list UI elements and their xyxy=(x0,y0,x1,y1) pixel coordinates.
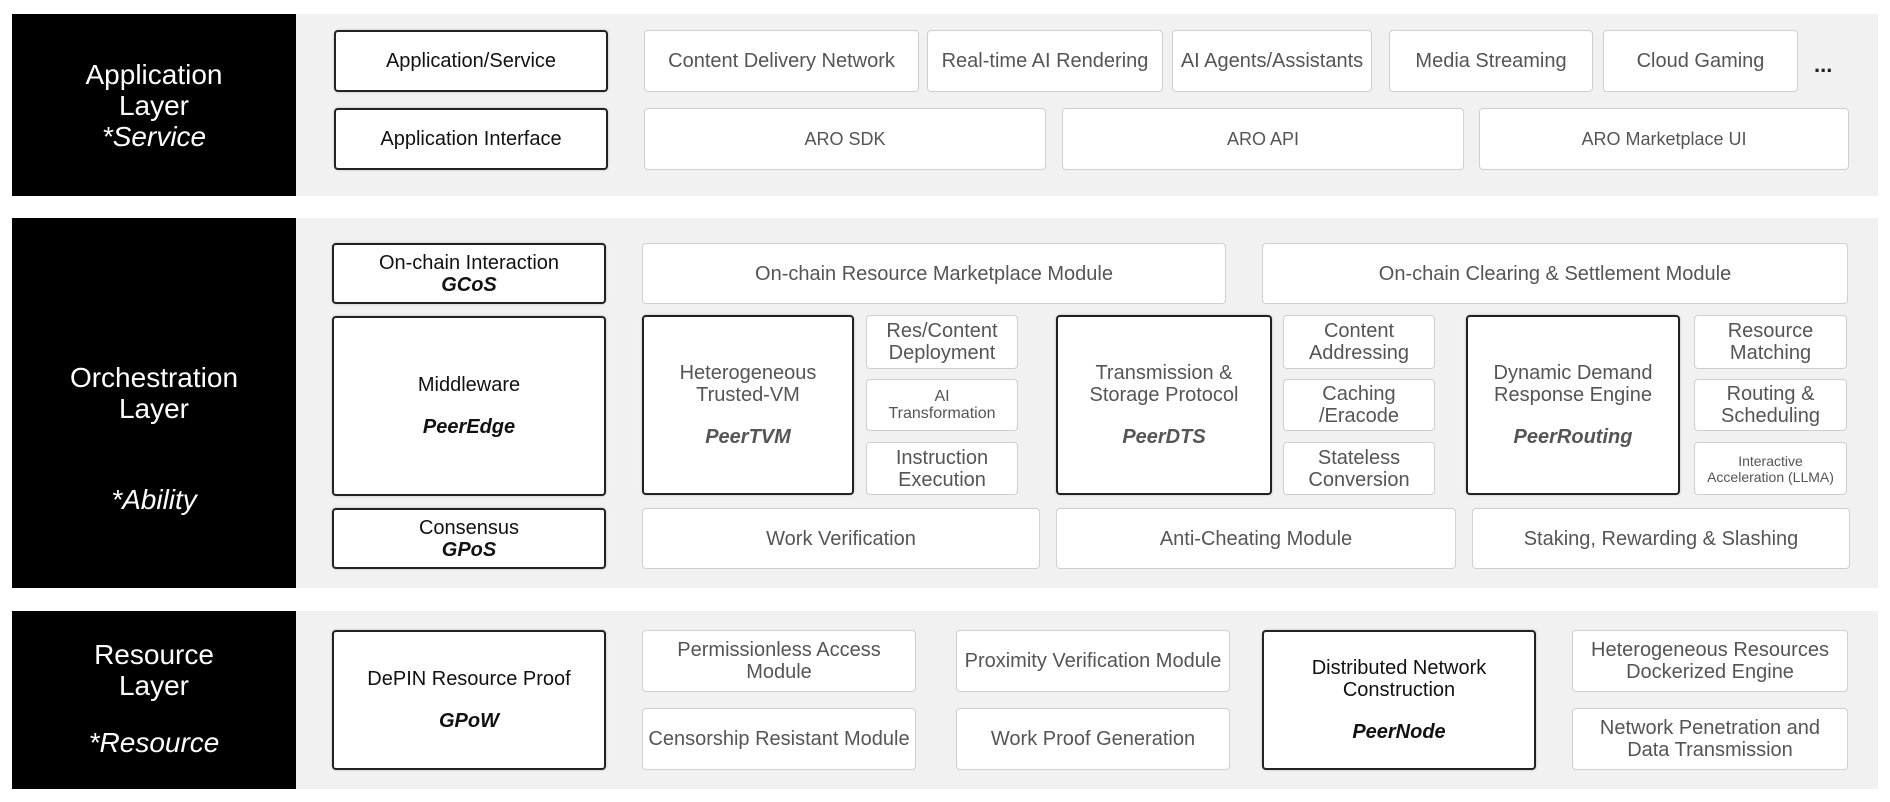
resource-layer-band xyxy=(12,611,1878,789)
module-keyword: PeerTVM xyxy=(705,426,791,448)
tvm-feature: AI Transformation xyxy=(866,379,1018,431)
consensus-module: Work Verification xyxy=(642,508,1040,569)
resource-module: Heterogeneous Resources Dockerized Engin… xyxy=(1572,630,1848,692)
interface-item: ARO SDK xyxy=(644,108,1046,170)
dts-feature: Caching /Eracode xyxy=(1283,379,1435,431)
category-keyword: PeerEdge xyxy=(422,416,516,438)
consensus-module: Staking, Rewarding & Slashing xyxy=(1472,508,1850,569)
onchain-interaction-category: On-chain Interaction GCoS xyxy=(332,243,606,304)
onchain-module: On-chain Clearing & Settlement Module xyxy=(1262,243,1848,304)
category-name: Consensus xyxy=(418,516,520,539)
distributed-network-construction: Distributed Network Construction PeerNod… xyxy=(1262,630,1536,770)
peertvm-module: Heterogeneous Trusted-VM PeerTVM xyxy=(642,315,854,495)
peerrouting-module: Dynamic Demand Response Engine PeerRouti… xyxy=(1466,315,1680,495)
layer-title: Resource xyxy=(94,639,214,670)
resource-module: Censorship Resistant Module xyxy=(642,708,916,770)
application-interface-category: Application Interface xyxy=(334,108,608,170)
category-keyword: GCoS xyxy=(441,273,497,296)
application-service-category: Application/Service xyxy=(334,30,608,92)
resource-layer-label: Resource Layer *Resource xyxy=(12,611,296,789)
dts-feature: Content Addressing xyxy=(1283,315,1435,369)
category-name: On-chain Interaction xyxy=(378,251,560,274)
middleware-category: Middleware PeerEdge xyxy=(332,316,606,496)
consensus-category: Consensus GPoS xyxy=(332,508,606,569)
service-item: Cloud Gaming xyxy=(1603,30,1798,92)
category-name: Middleware xyxy=(417,374,521,396)
dts-feature: Stateless Conversion xyxy=(1283,442,1435,495)
service-item: Real-time AI Rendering xyxy=(927,30,1163,92)
category-name: Application Interface xyxy=(380,128,562,150)
layer-subtitle: *Service xyxy=(101,120,207,152)
module-keyword: PeerDTS xyxy=(1122,426,1206,448)
resource-module: Permissionless Access Module xyxy=(642,630,916,692)
routing-feature: Resource Matching xyxy=(1694,315,1847,369)
peerdts-module: Transmission & Storage Protocol PeerDTS xyxy=(1056,315,1272,495)
resource-module: Network Penetration and Data Transmissio… xyxy=(1572,708,1848,770)
layer-subtitle: *Ability xyxy=(111,484,197,515)
service-item: Media Streaming xyxy=(1389,30,1593,92)
service-item: AI Agents/Assistants xyxy=(1172,30,1372,92)
layer-subtitle: *Resource xyxy=(88,727,220,758)
onchain-module: On-chain Resource Marketplace Module xyxy=(642,243,1226,304)
interface-item: ARO Marketplace UI xyxy=(1479,108,1849,170)
more-ellipsis: ... xyxy=(1814,52,1833,77)
proof-keyword: GPoW xyxy=(439,710,499,732)
category-keyword: GPoS xyxy=(441,538,497,561)
category-name: Application/Service xyxy=(385,50,557,72)
layer-title: Orchestration xyxy=(69,362,239,393)
interface-item: ARO API xyxy=(1062,108,1464,170)
resource-module: Work Proof Generation xyxy=(956,708,1230,770)
layer-title: Layer xyxy=(118,89,190,121)
construction-keyword: PeerNode xyxy=(1352,721,1446,743)
routing-feature: Interactive Acceleration (LLMA) xyxy=(1694,442,1847,495)
orchestration-layer-label: Orchestration Layer *Ability xyxy=(12,218,296,588)
tvm-feature: Instruction Execution xyxy=(866,442,1018,495)
consensus-module: Anti-Cheating Module xyxy=(1056,508,1456,569)
layer-title: Layer xyxy=(118,670,190,701)
application-layer-label: Application Layer *Service xyxy=(12,14,296,196)
layer-title: Application xyxy=(85,58,223,90)
tvm-feature: Res/Content Deployment xyxy=(866,315,1018,369)
depin-resource-proof: DePIN Resource Proof GPoW xyxy=(332,630,606,770)
resource-module: Proximity Verification Module xyxy=(956,630,1230,692)
service-item: Content Delivery Network xyxy=(644,30,919,92)
module-keyword: PeerRouting xyxy=(1513,426,1633,448)
layer-title: Layer xyxy=(118,393,190,424)
routing-feature: Routing & Scheduling xyxy=(1694,379,1847,431)
